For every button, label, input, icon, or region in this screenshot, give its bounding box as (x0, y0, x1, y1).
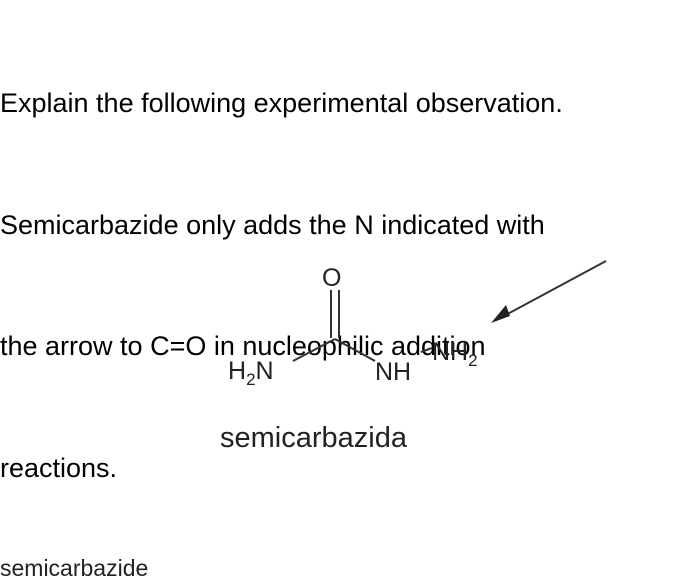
arrow-shaft (499, 260, 607, 319)
footer-text: semicarbazide (0, 555, 149, 581)
atom-nh2: NH2 (432, 338, 478, 370)
question-line: Explain the following experimental obser… (0, 88, 563, 118)
bond-c-n-left (292, 338, 336, 362)
arrow-head-icon (491, 305, 510, 323)
atom-oxygen: O (322, 264, 341, 292)
atom-h2n: H2N (228, 357, 274, 389)
structure-caption: semicarbazida (220, 422, 407, 454)
atom-nh: NH (375, 358, 411, 386)
question-text: Explain the following experimental obser… (0, 2, 563, 529)
bond-c-nh (334, 338, 376, 362)
question-line: reactions. (0, 452, 118, 483)
question-line: Semicarbazide only adds the N indicated … (0, 209, 545, 240)
question-line: the arrow to C=O in nucleophilic additio… (0, 331, 486, 361)
bond-nh-nh2 (420, 347, 433, 353)
